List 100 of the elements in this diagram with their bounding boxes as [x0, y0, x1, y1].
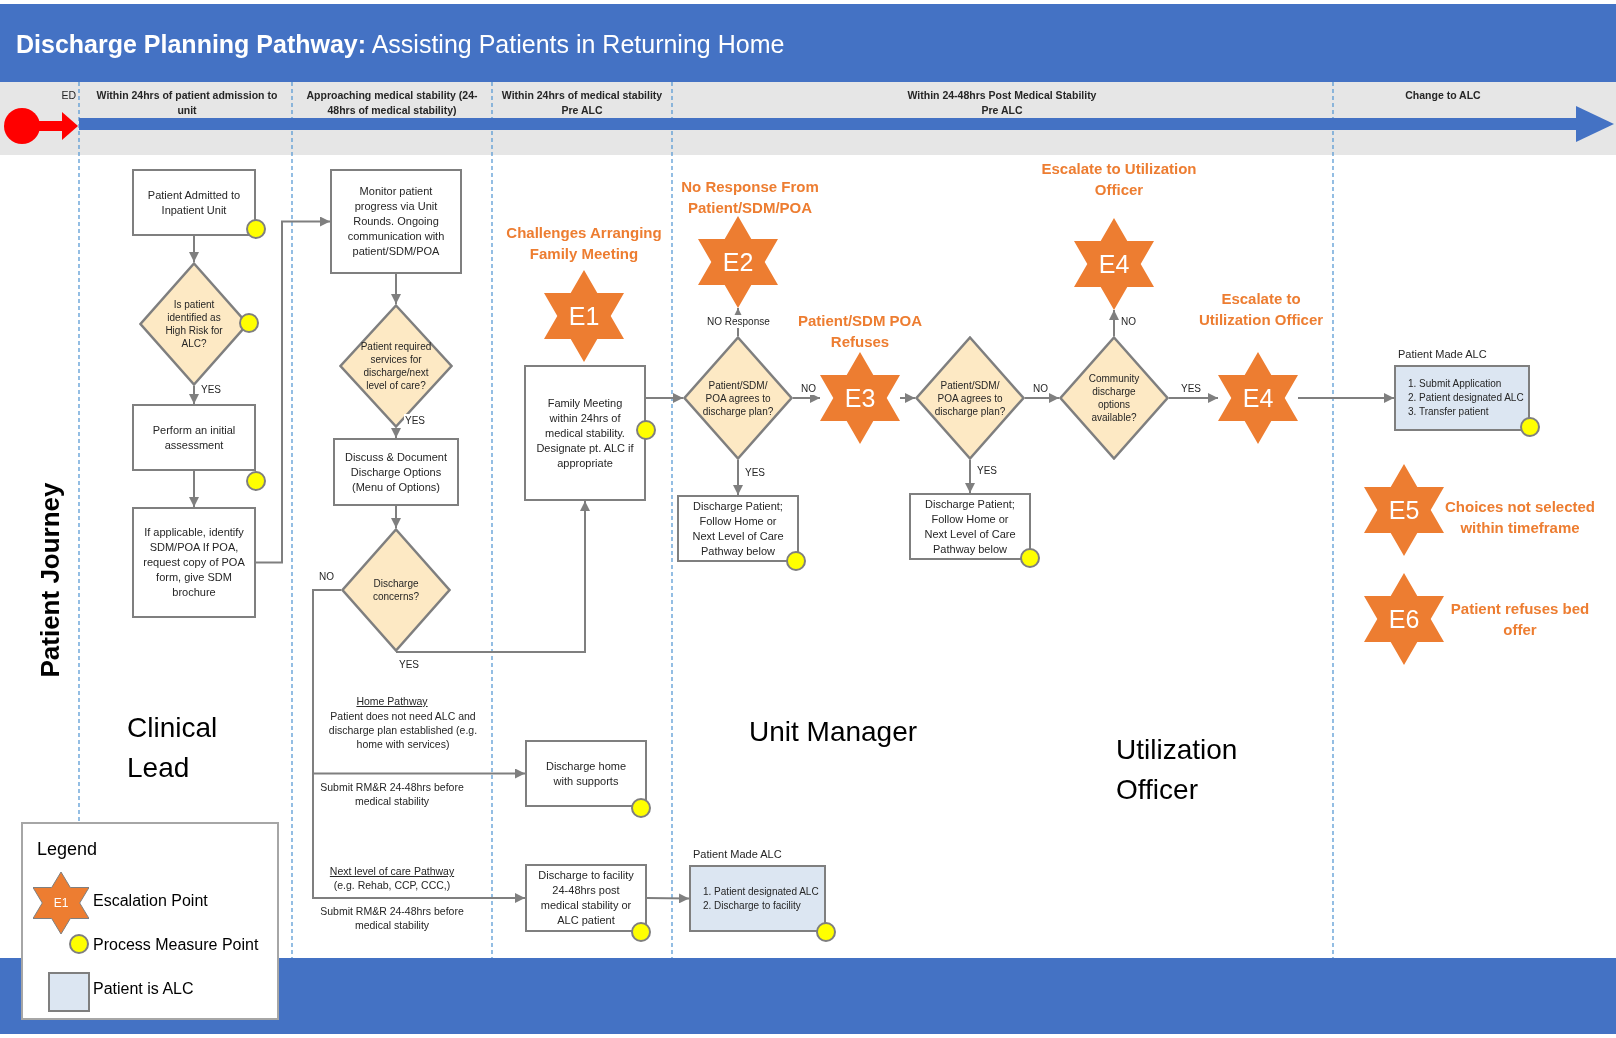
pathway-heading: Home Pathway — [355, 694, 429, 708]
decision-diamond — [1059, 336, 1169, 460]
decision-diamond — [341, 528, 451, 652]
diagram-title: Discharge Planning Pathway: Assisting Patients in Returning Home — [16, 29, 785, 60]
legend-text: Process Measure Point — [93, 935, 259, 955]
edge-label: YES — [398, 658, 420, 671]
box-text: Discharge Patient; Follow Home or Next Level of Care Pathway below — [923, 496, 1017, 557]
star-label: E4 — [1242, 385, 1274, 411]
edge-label: YES — [976, 464, 998, 477]
star-label: E1 — [568, 303, 600, 329]
arrow — [391, 427, 401, 439]
arrow — [1109, 309, 1119, 337]
lane-label: Clinical Lead — [127, 711, 219, 785]
arrow — [899, 393, 916, 403]
arrow — [1297, 393, 1395, 403]
pathway-note: Patient does not need ALC and discharge plan established (e.g. home with services) — [327, 709, 479, 751]
star-label: E4 — [1098, 251, 1130, 277]
list-item: 2. Discharge to facility — [703, 898, 802, 913]
pathway-note: Submit RM&R 24-48hrs before medical stability — [319, 780, 465, 808]
box-heading: Patient Made ALC — [692, 847, 783, 862]
pathway-note: (e.g. Rehab, CCP, CCC,) — [332, 878, 452, 892]
box-text: Perform an initial assessment — [151, 422, 237, 453]
list-item: 1. Patient designated ALC — [703, 884, 820, 899]
escalation-star — [1074, 218, 1154, 310]
phase-header: ED — [60, 88, 76, 103]
arrow — [189, 235, 199, 263]
legend-title: Legend — [37, 838, 98, 860]
box-text: Monitor patient progress via Unit Rounds. Ongoing communication with patient/SDM/POA — [346, 184, 446, 259]
phase-header: Within 24hrs of patient admission to unit — [95, 88, 279, 118]
box-text: Discharge home with supports — [544, 758, 628, 789]
diamond-text: Community discharge options available? — [1087, 372, 1141, 424]
process-box — [525, 864, 647, 932]
legend-text: Escalation Point — [93, 891, 208, 911]
star-label: E5 — [1388, 497, 1420, 523]
decision-diamond — [915, 336, 1025, 460]
box-text: Discuss & Document Discharge Options (Menu of Options) — [343, 449, 449, 495]
escalation-star — [1364, 573, 1444, 665]
box-text: If applicable, identify SDM/POA If POA, request copy of POA form, give SDM brochure — [142, 525, 246, 600]
phase-header: Approaching medical stability (24-48hrs of medical stability) — [305, 88, 479, 118]
pathway-heading: Next level of care Pathway — [328, 864, 456, 878]
box-text: Patient Admitted to Inpatient Unit — [146, 187, 242, 218]
list-item: 3. Transfer patient — [1408, 405, 1490, 419]
escalation-star — [698, 216, 778, 308]
escalation-label: Choices not selected within timeframe — [1443, 497, 1596, 538]
arrow — [391, 273, 401, 305]
decision-diamond — [683, 336, 793, 460]
arrow — [645, 393, 684, 403]
diamond-text: Discharge concerns? — [371, 577, 421, 603]
arrow — [395, 500, 590, 653]
arrow — [189, 385, 199, 405]
lane-label: Patient Journey — [34, 482, 66, 678]
escalation-label: No Response From Patient/SDM/POA — [680, 177, 820, 218]
star-label: E1 — [53, 897, 69, 909]
box-text: Family Meeting within 24hrs of medical stability. Designate pt. ALC if appropriate — [535, 395, 635, 471]
edge-label: NO — [1032, 382, 1049, 395]
diamond-text: Patient required services for discharge/next level of care? — [359, 340, 433, 392]
arrow — [646, 893, 690, 904]
arrow — [255, 216, 331, 564]
process-box — [677, 495, 799, 562]
process-box — [525, 740, 647, 807]
star-label: E3 — [844, 385, 876, 411]
edge-label: YES — [744, 466, 766, 479]
arrow — [733, 459, 743, 496]
arrow — [189, 470, 199, 508]
process-box — [132, 404, 256, 471]
arrow — [391, 505, 401, 529]
edge-label: NO — [318, 570, 335, 583]
box-text: Discharge to facility 24-48hrs post medical stability or ALC patient — [537, 868, 635, 928]
arrow — [792, 393, 821, 403]
escalation-label: Patient refuses bed offer — [1449, 599, 1591, 640]
process-box — [132, 169, 256, 236]
escalation-star — [820, 352, 900, 444]
arrow — [965, 459, 975, 494]
escalation-label: Escalate to Utilization Officer — [1040, 159, 1198, 200]
box-text: Discharge Patient; Follow Home or Next Level of Care Pathway below — [691, 498, 785, 559]
escalation-label: Patient/SDM POA Refuses — [796, 311, 924, 352]
edge-label: YES — [404, 414, 426, 427]
edge-label: YES — [200, 383, 222, 396]
process-box — [524, 365, 646, 501]
star-label: E6 — [1388, 606, 1420, 632]
phase-header: Within 24-48hrs Post Medical Stability Pre ALC — [907, 88, 1097, 118]
edge-label: YES — [1180, 382, 1202, 395]
legend-text: Patient is ALC — [93, 979, 194, 999]
decision-diamond — [339, 304, 453, 428]
escalation-label: Challenges Arranging Family Meeting — [505, 223, 663, 264]
list-item: 2. Patient designated ALC — [1408, 391, 1525, 405]
arrow — [1024, 393, 1060, 403]
process-box — [909, 493, 1031, 560]
escalation-star — [1218, 352, 1298, 444]
phase-header: Within 24hrs of medical stability Pre ALC — [500, 88, 664, 118]
phase-header: Change to ALC — [1404, 88, 1482, 103]
process-box — [132, 507, 256, 618]
escalation-star — [544, 270, 624, 362]
edge-label: NO — [1120, 315, 1137, 328]
arrow — [1168, 393, 1219, 403]
edge-label: NO Response — [706, 315, 771, 328]
box-heading: Patient Made ALC — [1397, 347, 1488, 362]
escalation-star — [1364, 464, 1444, 556]
list-item: 1. Submit Application — [1408, 377, 1503, 391]
arrow — [312, 589, 526, 903]
